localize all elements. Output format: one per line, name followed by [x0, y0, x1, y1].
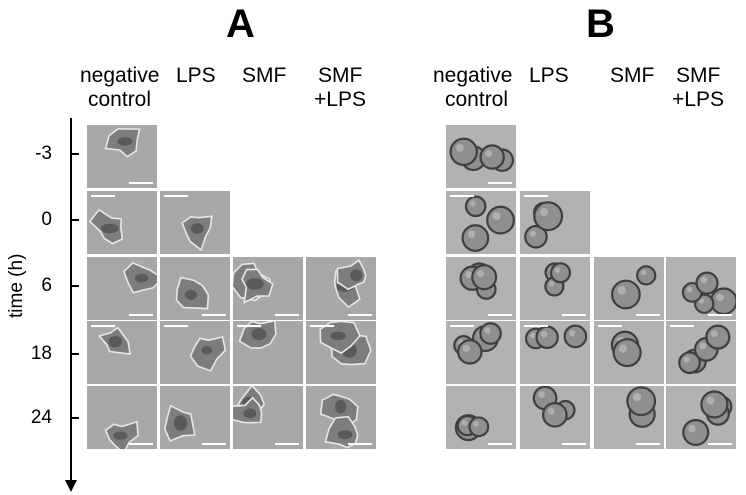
- panel-b-col-lps-label: LPS: [529, 64, 569, 87]
- scale-bar: [348, 314, 372, 316]
- panel-b-micrograph-tile: [594, 257, 664, 320]
- panel-b-micrograph-tile: [446, 191, 516, 254]
- scale-bar: [237, 325, 261, 327]
- scale-bar: [450, 195, 474, 197]
- time-tick-label: 24: [30, 407, 52, 428]
- panel-a-col-lps-label: LPS: [176, 64, 216, 87]
- panel-a-micrograph-tile: [306, 321, 376, 384]
- scale-bar: [129, 443, 153, 445]
- scale-bar: [164, 325, 188, 327]
- panel-b-micrograph-tile: [446, 125, 516, 188]
- panel-a-micrograph-tile: [233, 257, 303, 320]
- panel-b-col-smf-lps-label: SMF +LPS: [672, 64, 724, 111]
- time-tick-label: 0: [41, 209, 52, 230]
- panel-b-micrograph-tile: [446, 257, 516, 320]
- scale-bar: [636, 314, 660, 316]
- time-axis-arrow: [65, 118, 79, 492]
- panel-a-col-smf-lps-label: SMF +LPS: [314, 64, 366, 111]
- scale-bar: [670, 325, 694, 327]
- panel-b-micrograph-tile: [446, 321, 516, 384]
- time-tick-label: -3: [35, 143, 52, 164]
- panel-a-letter: A: [226, 2, 255, 46]
- scale-bar: [275, 314, 299, 316]
- scale-bar: [598, 325, 622, 327]
- panel-a-micrograph-tile: [160, 386, 230, 449]
- panel-a-micrograph-tile: [233, 321, 303, 384]
- panel-b-micrograph-tile: [666, 257, 736, 320]
- panel-a-col-negative-control-label: negative control: [80, 64, 160, 111]
- scale-bar: [636, 443, 660, 445]
- panel-a-micrograph-tile: [160, 191, 230, 254]
- panel-b-micrograph-tile: [520, 191, 590, 254]
- panel-b-col-smf-label: SMF: [610, 64, 655, 87]
- panel-b-micrograph-tile: [446, 386, 516, 449]
- scale-bar: [275, 443, 299, 445]
- scale-bar: [488, 314, 512, 316]
- scale-bar: [450, 325, 474, 327]
- panel-b-micrograph-tile: [594, 386, 664, 449]
- time-tick-label: 18: [30, 343, 52, 364]
- panel-a-micrograph-tile: [87, 257, 157, 320]
- panel-a-micrograph-tile: [87, 191, 157, 254]
- scale-bar: [524, 195, 548, 197]
- panel-a-micrograph-tile: [87, 125, 157, 188]
- time-tick-label: 6: [41, 275, 52, 296]
- scale-bar: [348, 443, 372, 445]
- scale-bar: [202, 314, 226, 316]
- panel-a-micrograph-tile: [87, 321, 157, 384]
- panel-b-micrograph-tile: [520, 257, 590, 320]
- scale-bar: [164, 195, 188, 197]
- panel-b-col-negative-control-label: negative control: [433, 64, 513, 111]
- panel-a-micrograph-tile: [160, 257, 230, 320]
- scale-bar: [488, 182, 512, 184]
- scale-bar: [91, 325, 115, 327]
- panel-b-micrograph-tile: [666, 321, 736, 384]
- panel-a-micrograph-tile: [233, 386, 303, 449]
- panel-a-micrograph-tile: [306, 257, 376, 320]
- scale-bar: [202, 443, 226, 445]
- panel-b-micrograph-tile: [520, 386, 590, 449]
- scale-bar: [310, 325, 334, 327]
- scale-bar: [524, 325, 548, 327]
- panel-b-micrograph-tile: [520, 321, 590, 384]
- panel-b-micrograph-tile: [594, 321, 664, 384]
- scale-bar: [562, 314, 586, 316]
- scale-bar: [708, 314, 732, 316]
- panel-a-micrograph-tile: [87, 386, 157, 449]
- panel-a-micrograph-tile: [160, 321, 230, 384]
- scale-bar: [129, 314, 153, 316]
- panel-b-letter: B: [586, 2, 615, 46]
- scale-bar: [562, 443, 586, 445]
- panel-a-col-smf-label: SMF: [242, 64, 287, 87]
- scale-bar: [708, 443, 732, 445]
- panel-b-micrograph-tile: [666, 386, 736, 449]
- panel-a-micrograph-tile: [306, 386, 376, 449]
- scale-bar: [488, 443, 512, 445]
- scale-bar: [129, 182, 153, 184]
- scale-bar: [91, 195, 115, 197]
